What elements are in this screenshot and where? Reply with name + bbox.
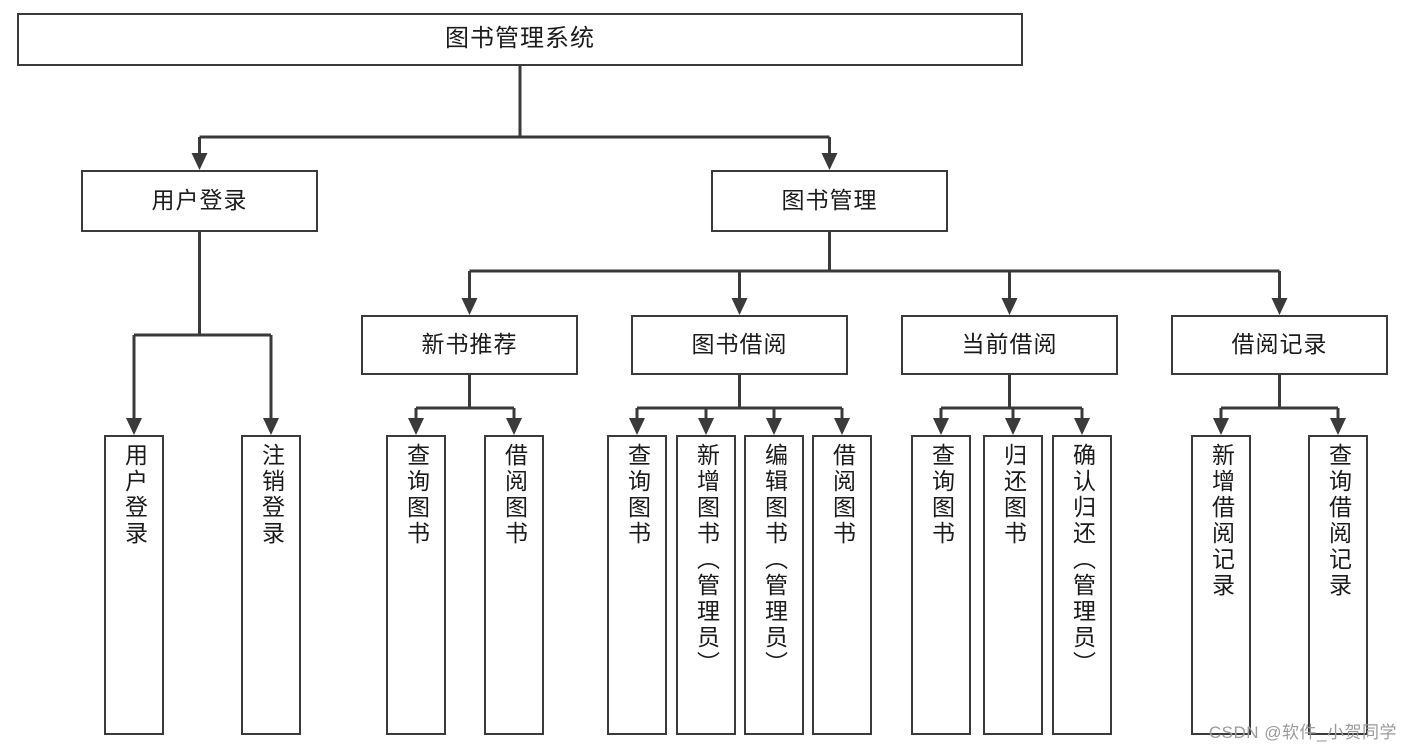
arrow-head-icon — [821, 153, 838, 170]
arrow-head-icon — [408, 418, 424, 435]
node-label: 用户登录 — [151, 187, 248, 214]
node-leaf-cur-confirm-return[interactable]: 确认归还（管理员） — [1052, 435, 1112, 735]
node-label: 图书管理 — [781, 187, 878, 214]
node-label: 当前借阅 — [961, 331, 1058, 358]
node-label: 新增借阅记录 — [1208, 443, 1235, 599]
arrow-head-icon — [1005, 418, 1021, 435]
node-leaf-cur-query-book[interactable]: 查询图书 — [911, 435, 971, 735]
node-leaf-rec-query-book[interactable]: 查询图书 — [386, 435, 446, 735]
node-leaf-borrow-add-book[interactable]: 新增图书（管理员） — [676, 435, 736, 735]
arrow-head-icon — [263, 418, 279, 435]
arrow-head-icon — [766, 418, 782, 435]
node-label: 归还图书 — [1000, 443, 1027, 547]
node-leaf-rec-query-record[interactable]: 查询借阅记录 — [1308, 435, 1368, 735]
node-leaf-user-login[interactable]: 用户登录 — [104, 435, 164, 735]
arrow-head-icon — [1330, 418, 1346, 435]
node-user-login[interactable]: 用户登录 — [81, 170, 318, 232]
node-label: 查询图书 — [403, 443, 430, 547]
arrow-head-icon — [1213, 418, 1229, 435]
node-label: 注销登录 — [258, 443, 285, 547]
node-label: 查询图书 — [928, 443, 955, 547]
node-label: 图书借阅 — [691, 331, 788, 358]
node-label: 借阅图书 — [501, 443, 528, 547]
node-leaf-cur-return-book[interactable]: 归还图书 — [983, 435, 1043, 735]
node-label: 图书管理系统 — [445, 25, 595, 53]
arrow-head-icon — [629, 418, 645, 435]
node-leaf-rec-borrow-book[interactable]: 借阅图书 — [484, 435, 544, 735]
node-label: 确认归还（管理员） — [1069, 443, 1096, 677]
node-leaf-user-logout[interactable]: 注销登录 — [241, 435, 301, 735]
node-label: 编辑图书（管理员） — [761, 443, 788, 677]
node-leaf-borrow-query-book[interactable]: 查询图书 — [607, 435, 667, 735]
arrow-head-icon — [506, 418, 522, 435]
node-leaf-borrow-borrow-book[interactable]: 借阅图书 — [812, 435, 872, 735]
node-label: 用户登录 — [121, 443, 148, 547]
arrow-head-icon — [1271, 298, 1288, 315]
arrow-head-icon — [933, 418, 949, 435]
node-leaf-rec-add-record[interactable]: 新增借阅记录 — [1191, 435, 1251, 735]
node-label: 查询借阅记录 — [1325, 443, 1352, 599]
arrow-head-icon — [461, 298, 478, 315]
arrow-head-icon — [698, 418, 714, 435]
node-book-manage[interactable]: 图书管理 — [711, 170, 948, 232]
node-label: 新增图书（管理员） — [693, 443, 720, 677]
node-label: 借阅记录 — [1231, 331, 1328, 358]
node-book-borrow[interactable]: 图书借阅 — [631, 315, 848, 375]
node-label: 新书推荐 — [421, 331, 518, 358]
node-borrow-record[interactable]: 借阅记录 — [1171, 315, 1388, 375]
node-current-borrow[interactable]: 当前借阅 — [901, 315, 1118, 375]
arrow-head-icon — [834, 418, 850, 435]
node-label: 借阅图书 — [829, 443, 856, 547]
arrow-head-icon — [126, 418, 142, 435]
arrow-head-icon — [191, 153, 208, 170]
arrow-head-icon — [731, 298, 748, 315]
watermark: CSDN @软件_小贺同学 — [1208, 723, 1397, 742]
node-leaf-borrow-edit-book[interactable]: 编辑图书（管理员） — [744, 435, 804, 735]
arrow-head-icon — [1001, 298, 1018, 315]
node-label: 查询图书 — [624, 443, 651, 547]
node-new-book-rec[interactable]: 新书推荐 — [361, 315, 578, 375]
arrow-head-icon — [1074, 418, 1090, 435]
node-root[interactable]: 图书管理系统 — [17, 13, 1023, 66]
